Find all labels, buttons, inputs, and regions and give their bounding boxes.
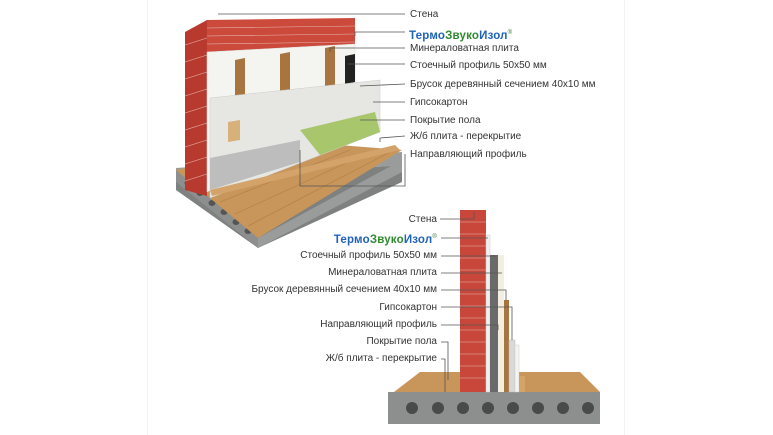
top-label-gypsum: Гипсокартон [410,97,468,108]
section-mineral [498,255,504,392]
bottom-label-batten: Брусок деревянный сечением 40х10 мм [251,284,437,295]
bottom-label-slab: Ж/б плита - перекрытие [325,353,437,364]
top-guide-profile [210,140,300,190]
brick-wall-front [185,20,207,196]
section-batten [504,300,509,392]
top-label-batten: Брусок деревянный сечением 40х10 мм [410,79,596,90]
bottom-label-guide: Направляющий профиль [320,319,437,330]
bottom-label-gypsum: Гипсокартон [379,302,437,313]
top-brand-logo: ТермоЗвукоИзол® [409,27,512,43]
bottom-label-mineral: Минераловатная плита [328,267,437,278]
brand-part3: Изол [403,233,433,246]
section-profile [490,255,498,392]
bottom-brand-logo: ТермоЗвукоИзол® [334,231,437,247]
brand-part3: Изол [479,29,508,42]
top-label-slab: Ж/б плита - перекрытие [410,131,522,142]
top-label-profile: Стоечный профиль 50х50 мм [410,60,547,71]
top-label-floor: Покрытие пола [410,115,481,126]
bottom-label-wall: Стена [408,214,437,225]
section-brick-wall [460,210,486,392]
brand-part2: Звуко [369,233,404,246]
bottom-label-floor: Покрытие пола [366,336,437,347]
brand-mark: ® [507,30,513,36]
brand-mark: ® [432,234,437,240]
top-label-mineral: Минераловатная плита [410,43,519,54]
top-mineral-wool [300,112,380,155]
top-label-wall: Стена [410,9,439,20]
bottom-label-profile: Стоечный профиль 50х50 мм [300,250,437,261]
brand-part1: Термо [409,29,446,42]
brand-part1: Термо [333,233,370,246]
top-label-guide: Направляющий профиль [410,149,527,160]
brand-part2: Звуко [445,29,480,42]
